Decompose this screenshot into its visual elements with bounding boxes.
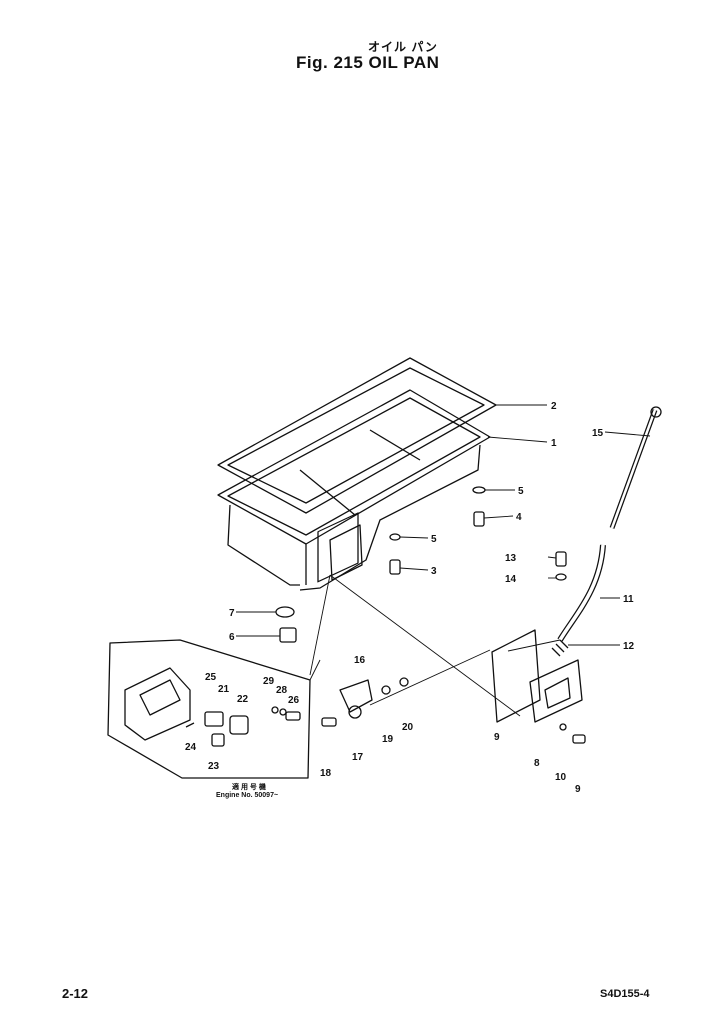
part-label-22: 21 [218,684,230,695]
part-label-9: 9 [494,732,500,743]
part-label-14: 13 [505,553,517,564]
part-label-28: 28 [276,685,288,696]
leader-lines [236,404,651,717]
part-label-23: 22 [237,694,249,705]
dipstick-assembly [557,406,662,642]
page-number: 2-12 [62,986,89,1001]
inset-note-engine-number: Engine No. 50097~ [216,792,279,799]
part-label-25: 24 [185,742,197,753]
part-label-5b: 5 [431,534,437,545]
part-label-5a: 5 [518,486,524,497]
part-label-2: 2 [551,401,557,412]
part-label-1: 1 [551,438,557,449]
part-label-26: 25 [205,672,217,683]
part-label-7: 7 [229,608,235,619]
part-label-15: 14 [505,574,517,585]
part-labels: 2 1 5 4 5 3 7 6 15 13 14 11 12 16 9 8 10… [185,401,635,795]
part-label-13: 12 [623,641,635,652]
inset-note-japanese: 適 用 号 機 [232,784,266,791]
part-label-10: 9 [575,784,581,795]
part-label-4: 4 [516,512,522,523]
oil-pan-gasket [217,357,497,514]
part-label-19: 18 [320,768,332,779]
side-cover-plates [491,629,583,723]
part-label-21: 20 [402,722,414,733]
part-label-29: 29 [263,676,275,687]
bracket [339,679,373,719]
part-label-18: 17 [352,752,364,763]
inset-detail [107,639,321,779]
part-label-20: 19 [382,734,394,745]
part-label-24: 23 [208,761,220,772]
oil-pan-body [217,389,491,591]
part-label-12: 11 [623,594,634,605]
part-label-27: 26 [288,695,300,706]
part-label-17: 16 [354,655,366,666]
part-label-11: 10 [555,772,567,783]
figure-title: Fig. 215 OIL PAN [296,53,440,72]
fasteners [275,486,586,744]
model-code: S4D155-4 [600,988,650,1000]
part-label-6: 6 [229,632,235,643]
part-label-8: 8 [534,758,540,769]
part-label-16: 15 [592,428,604,439]
title-japanese: オイル パン [368,40,438,54]
part-label-3: 3 [431,566,437,577]
